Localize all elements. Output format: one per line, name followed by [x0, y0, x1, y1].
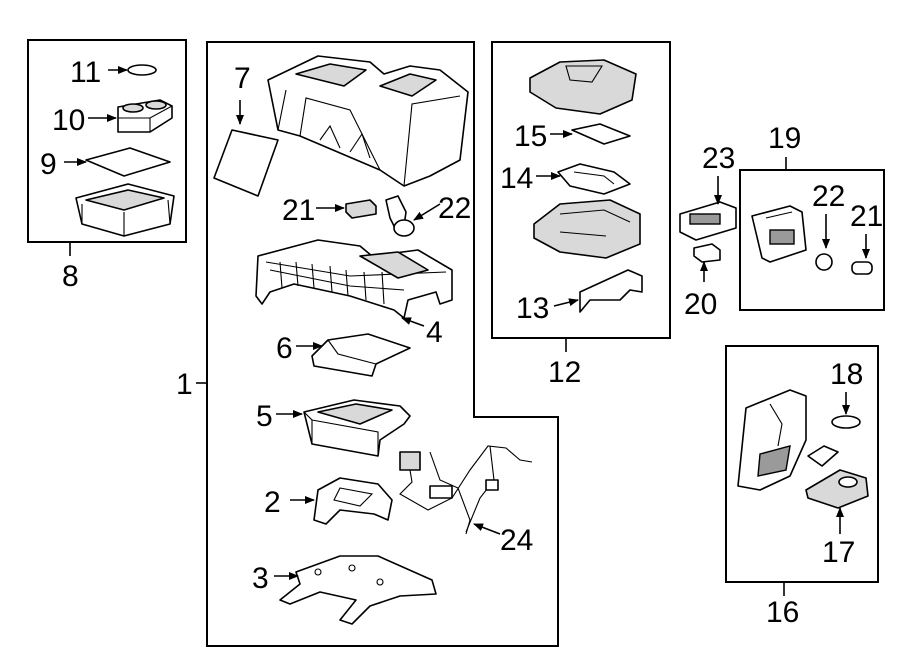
group-box-8 — [27, 39, 187, 243]
part-23-control-panel — [679, 201, 737, 241]
part-16-bracket — [807, 445, 839, 467]
callout-5: 5 — [256, 400, 273, 433]
callout-22b: 22 — [812, 180, 845, 213]
part-12-lid-cushion — [533, 199, 641, 259]
callout-3: 3 — [252, 562, 269, 595]
callout-2: 2 — [264, 486, 281, 519]
group-box-12 — [491, 41, 671, 339]
callout-13: 13 — [516, 292, 549, 325]
callout-23: 23 — [702, 142, 735, 175]
part-11-cap — [127, 64, 157, 76]
part-20-switch — [693, 243, 721, 263]
callout-22a: 22 — [438, 192, 471, 225]
group-box-16 — [725, 345, 879, 583]
callout-1: 1 — [176, 368, 193, 401]
callout-16: 16 — [766, 596, 799, 629]
part-18-cover — [831, 415, 861, 429]
group-box-19 — [739, 169, 885, 311]
callout-7: 7 — [234, 62, 251, 95]
part-16-trim-panel — [737, 389, 807, 491]
part-6-plate — [311, 333, 411, 377]
part-24-wiring-harness — [399, 445, 533, 535]
part-4-frame — [255, 239, 453, 319]
callout-17: 17 — [822, 536, 855, 569]
callout-18: 18 — [830, 358, 863, 391]
callout-15: 15 — [514, 120, 547, 153]
callout-4: 4 — [426, 316, 443, 349]
part-console-housing — [267, 55, 469, 187]
callout-20: 20 — [684, 288, 717, 321]
part-13-hinge — [579, 269, 643, 313]
callout-8: 8 — [62, 260, 79, 293]
callout-24: 24 — [500, 524, 533, 557]
leader-4 — [401, 317, 425, 327]
callout-21a: 21 — [282, 194, 315, 227]
leader-22a — [413, 203, 441, 221]
part-tray-insert — [75, 183, 175, 237]
part-9-mat — [85, 147, 171, 177]
callout-10: 10 — [52, 104, 85, 137]
part-19-bezel — [751, 205, 807, 263]
callout-9: 9 — [40, 148, 57, 181]
leader-13 — [553, 298, 579, 307]
callout-14: 14 — [500, 162, 533, 195]
part-22-socket — [815, 253, 833, 271]
callout-19: 19 — [768, 122, 801, 155]
part-14-insert — [557, 163, 631, 195]
part-21-clip — [345, 199, 377, 219]
part-12-lid-top — [529, 59, 637, 115]
part-17-cup-holder — [805, 469, 869, 509]
callout-21b: 21 — [850, 200, 883, 233]
part-21-plug — [851, 261, 873, 275]
part-22-bracket — [385, 195, 415, 237]
callout-11: 11 — [70, 56, 101, 89]
part-10-cup-holder — [117, 99, 173, 133]
part-3-base-bracket — [279, 555, 437, 625]
part-15-pad — [571, 123, 631, 145]
callout-6: 6 — [276, 332, 293, 365]
callout-12: 12 — [548, 356, 581, 389]
group-box-1 — [206, 41, 559, 647]
part-7-panel — [213, 129, 279, 197]
part-2-bracket — [313, 477, 393, 525]
leader-24 — [473, 523, 501, 535]
part-5-storage-bin — [303, 399, 411, 457]
